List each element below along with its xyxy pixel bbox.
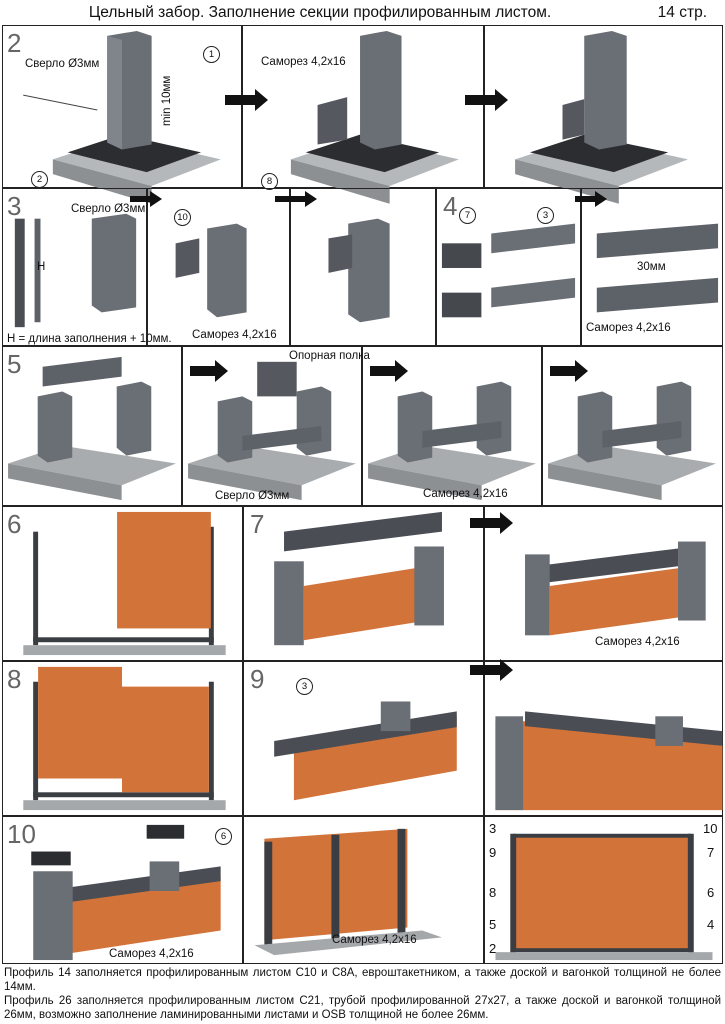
diagram-num-10: 10 xyxy=(703,821,718,836)
step7-panel-a: 7 xyxy=(243,506,484,661)
diagram-num-7: 7 xyxy=(707,845,715,860)
drill-label: Сверло Ø3мм xyxy=(71,203,146,215)
min-label: min 10мм xyxy=(161,75,173,126)
page-number: 14 стр. xyxy=(657,4,707,21)
callout-3: 3 xyxy=(296,678,313,695)
screw-label: Саморез 4,2х16 xyxy=(261,56,346,68)
step4-panel-b: 30мм Саморез 4,2х16 xyxy=(581,188,723,346)
step3-panel-c xyxy=(290,188,436,346)
screw-label: Саморез 4,2х16 xyxy=(109,948,194,960)
page-title: Цельный забор. Заполнение секции профили… xyxy=(88,4,552,21)
callout-3: 3 xyxy=(537,207,554,224)
step-number: 4 xyxy=(443,191,458,221)
step5-panel-c: Саморез 4,2х16 xyxy=(362,346,542,506)
drill-label: Сверло Ø3мм xyxy=(215,490,290,502)
30mm-label: 30мм xyxy=(637,261,666,273)
diagram-num-9: 9 xyxy=(489,845,497,860)
callout-8: 8 xyxy=(261,173,278,190)
step-number: 5 xyxy=(7,349,22,379)
screw-label: Саморез 4,2х16 xyxy=(595,636,680,648)
screw-label: Саморез 4,2х16 xyxy=(586,322,671,334)
diagram-num-3: 3 xyxy=(489,821,497,836)
step6-panel: 6 xyxy=(2,506,243,661)
step3-panel-a: 3 Сверло Ø3мм H H = длина заполнения + 1… xyxy=(2,188,172,346)
h-label: H xyxy=(37,261,46,273)
callout-2: 2 xyxy=(31,171,48,188)
step-number: 8 xyxy=(7,664,22,694)
step9-panel-a: 9 3 xyxy=(243,661,484,816)
screw-label: Саморез 4,2х16 xyxy=(423,488,508,500)
step-number: 2 xyxy=(7,28,22,58)
step2-panel-b: Саморез 4,2х16 8 xyxy=(242,25,484,204)
diagram-num-6: 6 xyxy=(707,885,715,900)
diagram-num-2: 2 xyxy=(489,941,497,956)
screw-label: Саморез 4,2х16 xyxy=(332,934,417,946)
drill-label: Сверло Ø3мм xyxy=(25,58,100,70)
callout-1: 1 xyxy=(203,46,220,63)
step2-panel-a: 2 Сверло Ø3мм min 10мм 1 2 xyxy=(2,25,242,204)
step9-panel-b xyxy=(484,661,723,816)
step5-panel-b: Опорная полка Сверло Ø3мм xyxy=(182,346,370,506)
callout-10: 10 xyxy=(174,209,191,226)
step-number: 6 xyxy=(7,509,22,539)
screw-label: Саморез 4,2х16 xyxy=(192,329,277,341)
step10-panel-c: 3 10 9 7 8 6 5 4 2 xyxy=(484,816,723,964)
footer-paragraph-1: Профиль 14 заполняется профилированным л… xyxy=(4,967,721,993)
step-number: 9 xyxy=(250,664,265,694)
step10-panel-a: 10 6 Саморез 4,2х16 xyxy=(2,816,243,964)
step8-panel: 8 xyxy=(2,661,243,816)
callout-7: 7 xyxy=(459,207,476,224)
step5-panel-a: 5 xyxy=(2,346,182,506)
diagram-num-5: 5 xyxy=(489,917,497,932)
step-number: 7 xyxy=(250,509,265,539)
step4-panel-a: 4 7 3 xyxy=(436,188,581,346)
step3-panel-b: 10 Саморез 4,2х16 xyxy=(147,188,290,346)
step7-panel-b: Саморез 4,2х16 xyxy=(484,506,723,661)
step-number: 10 xyxy=(7,819,36,849)
step-number: 3 xyxy=(7,191,22,221)
diagram-num-8: 8 xyxy=(489,885,497,900)
shelf-label: Опорная полка xyxy=(289,350,370,362)
diagram-num-4: 4 xyxy=(707,917,715,932)
step10-panel-b: Саморез 4,2х16 xyxy=(243,816,484,964)
step2-panel-c xyxy=(484,25,723,204)
footer-paragraph-2: Профиль 26 заполняется профилированным л… xyxy=(4,995,721,1021)
step5-panel-d xyxy=(542,346,723,506)
h-formula: H = длина заполнения + 10мм. xyxy=(7,333,172,345)
callout-6: 6 xyxy=(215,828,232,845)
